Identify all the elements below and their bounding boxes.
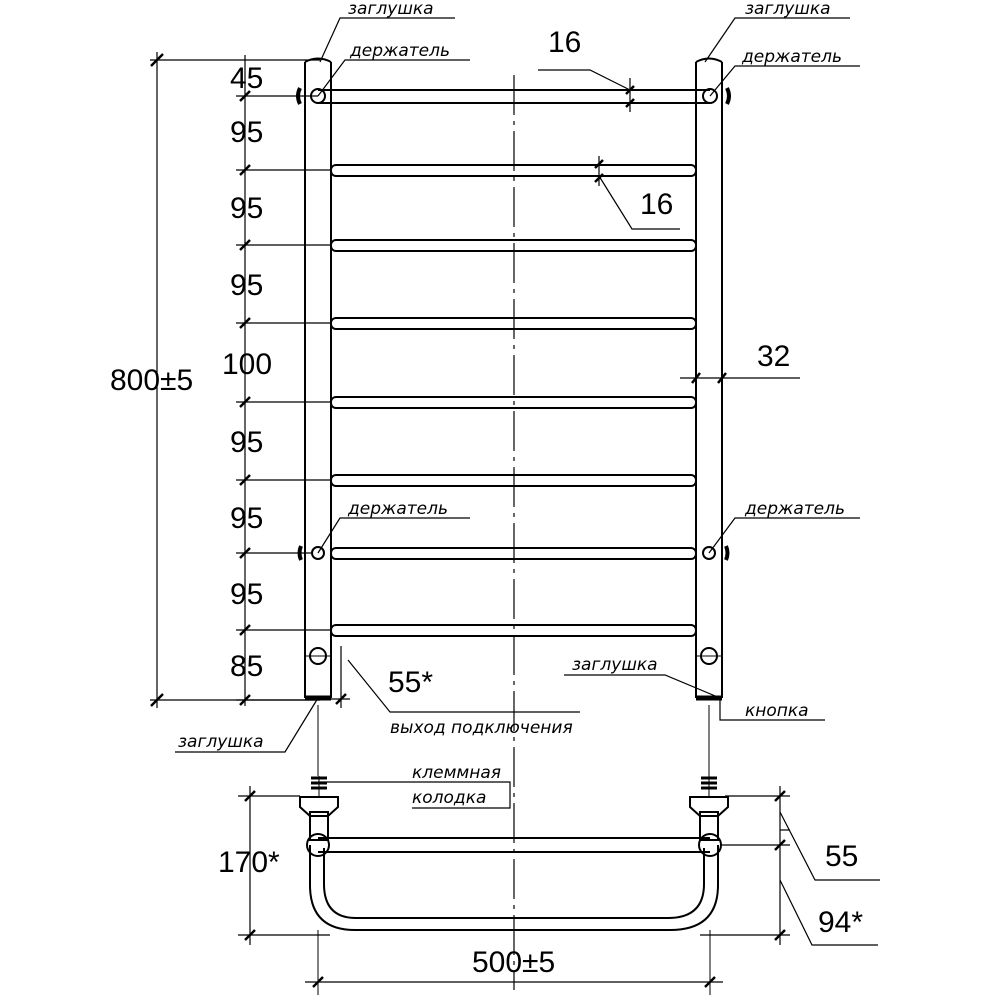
spacing-dimension [236,55,331,706]
projection-lines [317,705,711,995]
dim-spacing-7: 95 [230,578,263,611]
dim-depth-total: 170* [218,846,280,879]
label-holder-mid-right: держатель [744,499,845,519]
label-plug-bottom-left: заглушка [178,732,264,752]
riser-diameter-dim [680,372,800,384]
depth-right-dimensions [700,786,880,946]
dim-bar-dia-top: 16 [548,26,581,59]
dim-overall-width: 500±5 [472,946,555,979]
dim-spacing-6: 95 [230,502,263,535]
dim-spacing-2: 95 [230,192,263,225]
dim-overall-height: 800±5 [110,364,193,397]
dim-spacing-3: 95 [230,269,263,302]
bar-diameter-top-dim [538,69,635,112]
width-dimension [305,976,723,988]
dim-spacing-1: 95 [230,116,263,149]
bar-diameter-second-dim [594,156,680,230]
label-button: кнопка [745,701,809,721]
label-terminal-line2: колодка [412,788,486,808]
label-plug-bottom-right: заглушка [572,655,658,675]
label-plug-top-right: заглушка [745,0,831,19]
dim-spacing-4: 100 [222,348,272,381]
dim-outlet-offset: 55* [388,666,433,699]
depth-dimension [238,786,330,945]
label-holder-mid-left: держатель [347,499,448,519]
label-terminal-line1: клеммная [412,763,501,783]
dim-depth-front: 94* [818,906,863,939]
label-leaders [175,17,860,753]
label-holder-top-right: держатель [741,47,842,67]
label-outlet: выход подключения [390,718,573,738]
dim-riser-dia: 32 [757,340,790,373]
dim-bottom-offset: 85 [230,650,263,683]
dim-spacing-5: 95 [230,426,263,459]
terminal-leader [318,781,511,809]
side-view [299,776,729,931]
label-holder-top-left: держатель [349,41,450,61]
label-plug-top-left: заглушка [348,0,434,19]
left-riser [304,57,332,699]
outlet-offset-dim [320,646,580,713]
dim-top-offset: 45 [230,62,263,95]
dim-depth-mid: 55 [825,840,858,873]
dim-bar-dia-second: 16 [640,188,673,221]
